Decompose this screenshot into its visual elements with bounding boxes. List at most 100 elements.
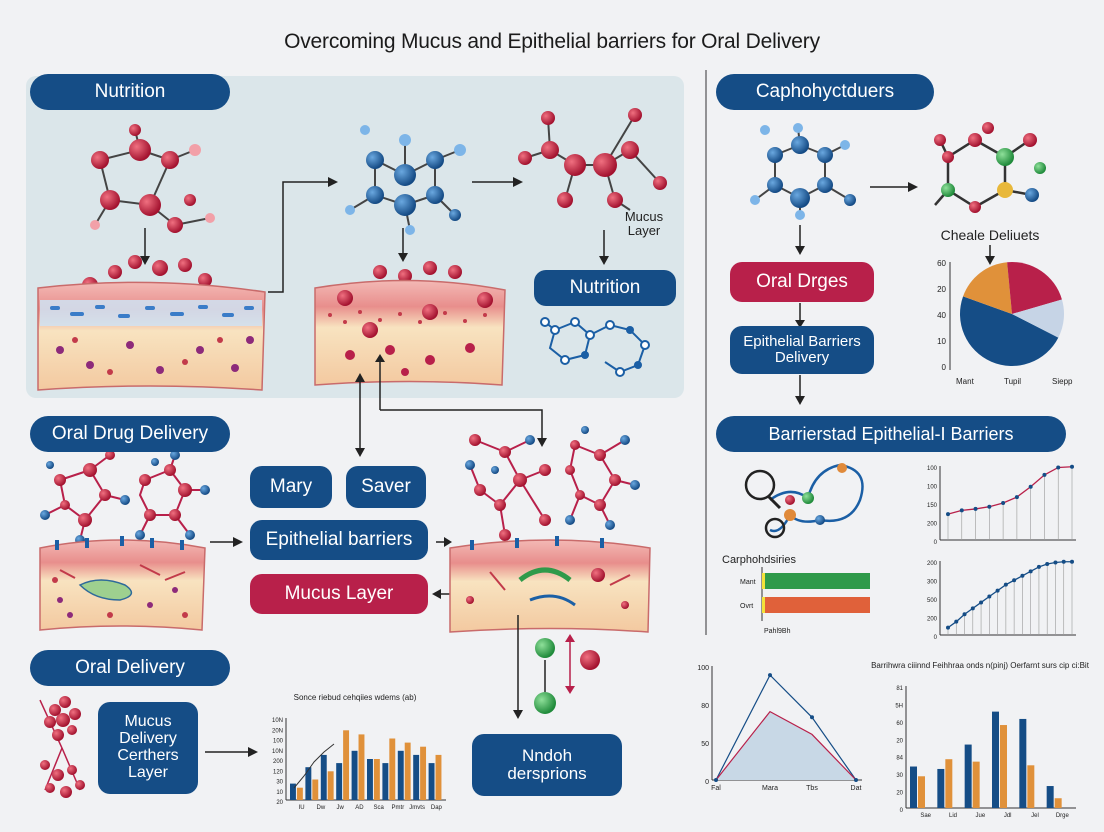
line1-point [1001, 501, 1006, 505]
oral-delivery-label: Oral Delivery [30, 650, 230, 686]
line2-point [1036, 564, 1041, 569]
line2-point [1012, 578, 1017, 583]
line1-point [959, 508, 964, 513]
line2-point [1053, 560, 1058, 565]
mucus-delivery-certhers-label: Mucus Delivery Certhers Layer [98, 702, 198, 794]
barL-bar [351, 750, 358, 800]
barR-bar [910, 766, 917, 808]
barL-bar [312, 779, 319, 800]
line2-point [962, 612, 967, 617]
line2-point [1045, 561, 1050, 566]
pie-ytick: 0 [942, 363, 947, 372]
barL-bar [296, 787, 303, 800]
barL-category: IU [299, 805, 305, 811]
barL-bar [327, 771, 334, 800]
barL-ytick: 20 [276, 800, 283, 806]
carbohydrates-label: Caphohyctduers [716, 74, 934, 110]
line2-point [970, 606, 975, 611]
line1-point [987, 504, 992, 509]
area-point [810, 715, 814, 720]
saver-label: Saver [346, 466, 426, 508]
area-ytick: 100 [697, 665, 709, 672]
line2-point [1070, 559, 1074, 564]
mary-label: Mary [250, 466, 332, 508]
epithelial-barriers-label: Epithelial barriers [250, 520, 428, 560]
barR-ytick: 30 [896, 773, 903, 779]
barR-bar [1027, 765, 1035, 808]
barL-bar [305, 767, 312, 800]
cheale-deliuets-label: Cheale Deliuets [940, 227, 1040, 243]
nndoh-dersprions-label: Nndoh dersprions [472, 734, 622, 796]
barR-ytick: 60 [896, 721, 903, 727]
line2-point [987, 594, 992, 599]
barR-category: Sae [920, 813, 931, 819]
area-ytick: 0 [705, 779, 709, 786]
pie-slice [960, 296, 1059, 366]
barL-trend-line [293, 743, 335, 789]
line2-point [1020, 573, 1025, 578]
bar-chart-left: Sonce riebud cehqiies wdems (ab)10N20N10… [272, 693, 446, 811]
line2-ytick: 200 [927, 617, 938, 623]
area-line-secondary [715, 710, 857, 781]
barL-ytick: 30 [276, 780, 283, 786]
barL-category: AD [355, 805, 364, 811]
line2-point [1061, 559, 1066, 564]
hbar-marker [762, 573, 765, 589]
pie-category: Tupil [1004, 377, 1021, 386]
barR-bar [918, 776, 925, 808]
barL-bar [320, 754, 327, 800]
barL-category: Jw [336, 805, 344, 811]
line2-point [954, 619, 959, 624]
line1-series-line [947, 466, 1073, 515]
barL-bar [382, 763, 389, 800]
pie-slice [1007, 262, 1062, 314]
hbar-marker [762, 597, 765, 613]
pie-slice [1012, 299, 1064, 338]
red-molecule-1 [90, 124, 215, 233]
barL-category: Pmtr [392, 805, 405, 811]
barriers-epithelial-label: Barrierstad Epithelial-I Barriers [716, 416, 1066, 452]
barL-bar [428, 763, 435, 800]
barR-ytick: 0 [900, 808, 904, 814]
line2-point [946, 625, 950, 630]
barR-ytick: 20 [896, 738, 903, 744]
hbar-bar [762, 597, 870, 613]
barL-ytick: 120 [273, 769, 284, 775]
nutrition-label-top: Nutrition [30, 74, 230, 110]
line1-point [1042, 472, 1047, 477]
barR-category: Jel [1031, 813, 1039, 819]
barL-ytick: 10N [272, 749, 283, 755]
barR-bar [1019, 718, 1027, 808]
barR-bar [1054, 798, 1062, 808]
pie-slice [963, 262, 1012, 314]
barR-bar [1046, 786, 1054, 808]
barL-bar [404, 742, 411, 800]
barL-bar [343, 730, 350, 800]
line2-series-line [947, 561, 1072, 629]
barL-ytick: 20N [272, 728, 283, 734]
pie-category: Siepp [1052, 377, 1073, 386]
barL-bar [290, 783, 296, 800]
pie-ytick: 10 [937, 337, 946, 346]
line2-point [995, 588, 1000, 593]
barR-bar [937, 768, 945, 808]
line2-point [1028, 569, 1033, 574]
carphohdsiries-label: Carphohdsiries [722, 554, 796, 566]
barL-bar [413, 754, 420, 800]
area-ytick: 80 [701, 703, 709, 710]
pie-ytick: 60 [937, 259, 946, 268]
line1-ytick: 100 [927, 485, 938, 491]
area-point [714, 778, 718, 782]
line2-ytick: 0 [934, 635, 938, 641]
barR-category: Drge [1056, 813, 1070, 819]
barR-category: Jdl [1004, 813, 1012, 819]
hbar-category: Ovrt [740, 603, 753, 610]
barR-ytick: 84 [896, 756, 903, 762]
barL-ytick: 200 [273, 759, 284, 765]
line2-ytick: 500 [927, 598, 938, 604]
